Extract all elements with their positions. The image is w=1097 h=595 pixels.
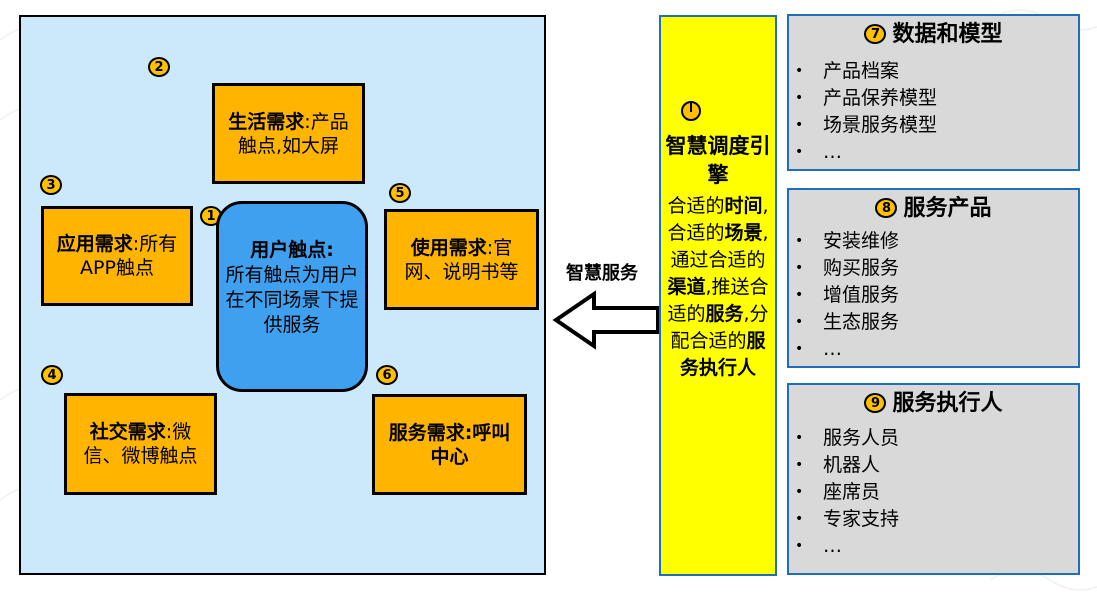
need-life-text: :产品触点,如大屏 bbox=[237, 110, 349, 157]
engine-text-5: ,分配合适的 bbox=[670, 303, 769, 352]
need-app-label: 应用需求 bbox=[56, 233, 133, 255]
list-item: … bbox=[795, 533, 899, 560]
need-box-service: 服务需求:呼叫中心 bbox=[372, 394, 527, 495]
need-box-life: 生活需求:产品触点,如大屏 bbox=[212, 83, 365, 184]
need-usage-text: :官网、说明书等 bbox=[404, 236, 519, 283]
list-item: … bbox=[795, 139, 937, 166]
engine-text-3: ,通过合适的 bbox=[670, 222, 769, 271]
need-usage-label: 使用需求 bbox=[410, 236, 487, 259]
number-badge-9: 9 bbox=[864, 393, 887, 413]
list-item: 座席员 bbox=[795, 479, 899, 506]
service-product-list: 安装维修 购买服务 增值服务 生态服务 … bbox=[795, 228, 899, 363]
need-life-label: 生活需求 bbox=[228, 110, 305, 133]
need-social-text: :微信、微博触点 bbox=[83, 421, 198, 467]
number-badge-7: 7 bbox=[864, 24, 887, 44]
smart-service-label: 智慧服务 bbox=[566, 263, 638, 284]
engine-text-2: ,合适的 bbox=[667, 195, 769, 244]
need-box-app: 应用需求:所有APP触点 bbox=[41, 206, 193, 306]
engine-keyword-service: 服务 bbox=[705, 303, 744, 325]
list-item: … bbox=[795, 336, 899, 363]
engine-text-4: ,推送合适的 bbox=[667, 276, 769, 325]
number-badge-4: 4 bbox=[41, 365, 63, 385]
smart-dispatch-engine-panel bbox=[659, 15, 777, 576]
number-badge-5: 5 bbox=[389, 183, 411, 203]
number-badge-3: 3 bbox=[40, 175, 62, 195]
number-badge-8: 8 bbox=[875, 198, 898, 218]
list-item: 专家支持 bbox=[795, 506, 899, 533]
touchpoint-desc: 所有触点为用户在不同场景下提供服务 bbox=[225, 264, 359, 336]
list-item: 增值服务 bbox=[795, 282, 899, 309]
list-item: 机器人 bbox=[795, 452, 899, 479]
list-item: 服务人员 bbox=[795, 425, 899, 452]
service-product-label: 服务产品 bbox=[903, 196, 992, 221]
number-badge-2: 2 bbox=[148, 57, 170, 77]
engine-keyword-scene: 场景 bbox=[724, 222, 763, 244]
need-service-label: 服务需求:呼叫中心 bbox=[388, 421, 511, 468]
power-icon bbox=[681, 101, 701, 121]
list-item: 生态服务 bbox=[795, 309, 899, 336]
engine-description: 合适的时间,合适的场景,通过合适的渠道,推送合适的服务,分配合适的服务执行人 bbox=[663, 193, 773, 382]
number-badge-6: 6 bbox=[376, 365, 398, 385]
data-and-model-label: 数据和模型 bbox=[892, 22, 1003, 47]
need-app-text: :所有APP触点 bbox=[80, 233, 178, 279]
left-arrow-icon bbox=[552, 290, 660, 350]
user-touchpoint-box: 用户触点: 所有触点为用户在不同场景下提供服务 bbox=[216, 201, 368, 392]
engine-keyword-channel: 渠道 bbox=[667, 276, 706, 298]
need-box-social: 社交需求:微信、微博触点 bbox=[64, 393, 217, 495]
engine-keyword-time: 时间 bbox=[724, 195, 763, 217]
list-item: 产品保养模型 bbox=[795, 85, 937, 112]
touchpoint-title: 用户触点: bbox=[250, 239, 334, 261]
need-box-usage: 使用需求:官网、说明书等 bbox=[384, 209, 539, 310]
service-executor-label: 服务执行人 bbox=[892, 391, 1003, 416]
list-item: 购买服务 bbox=[795, 255, 899, 282]
list-item: 场景服务模型 bbox=[795, 112, 937, 139]
data-and-model-list: 产品档案 产品保养模型 场景服务模型 … bbox=[795, 58, 937, 166]
service-executor-list: 服务人员 机器人 座席员 专家支持 … bbox=[795, 425, 899, 560]
need-social-label: 社交需求 bbox=[89, 421, 166, 443]
engine-text-1: 合适的 bbox=[667, 195, 725, 217]
list-item: 产品档案 bbox=[795, 58, 937, 85]
engine-keyword-executor: 服务执行人 bbox=[679, 330, 766, 379]
list-item: 安装维修 bbox=[795, 228, 899, 255]
engine-title: 智慧调度引擎 bbox=[665, 134, 771, 187]
